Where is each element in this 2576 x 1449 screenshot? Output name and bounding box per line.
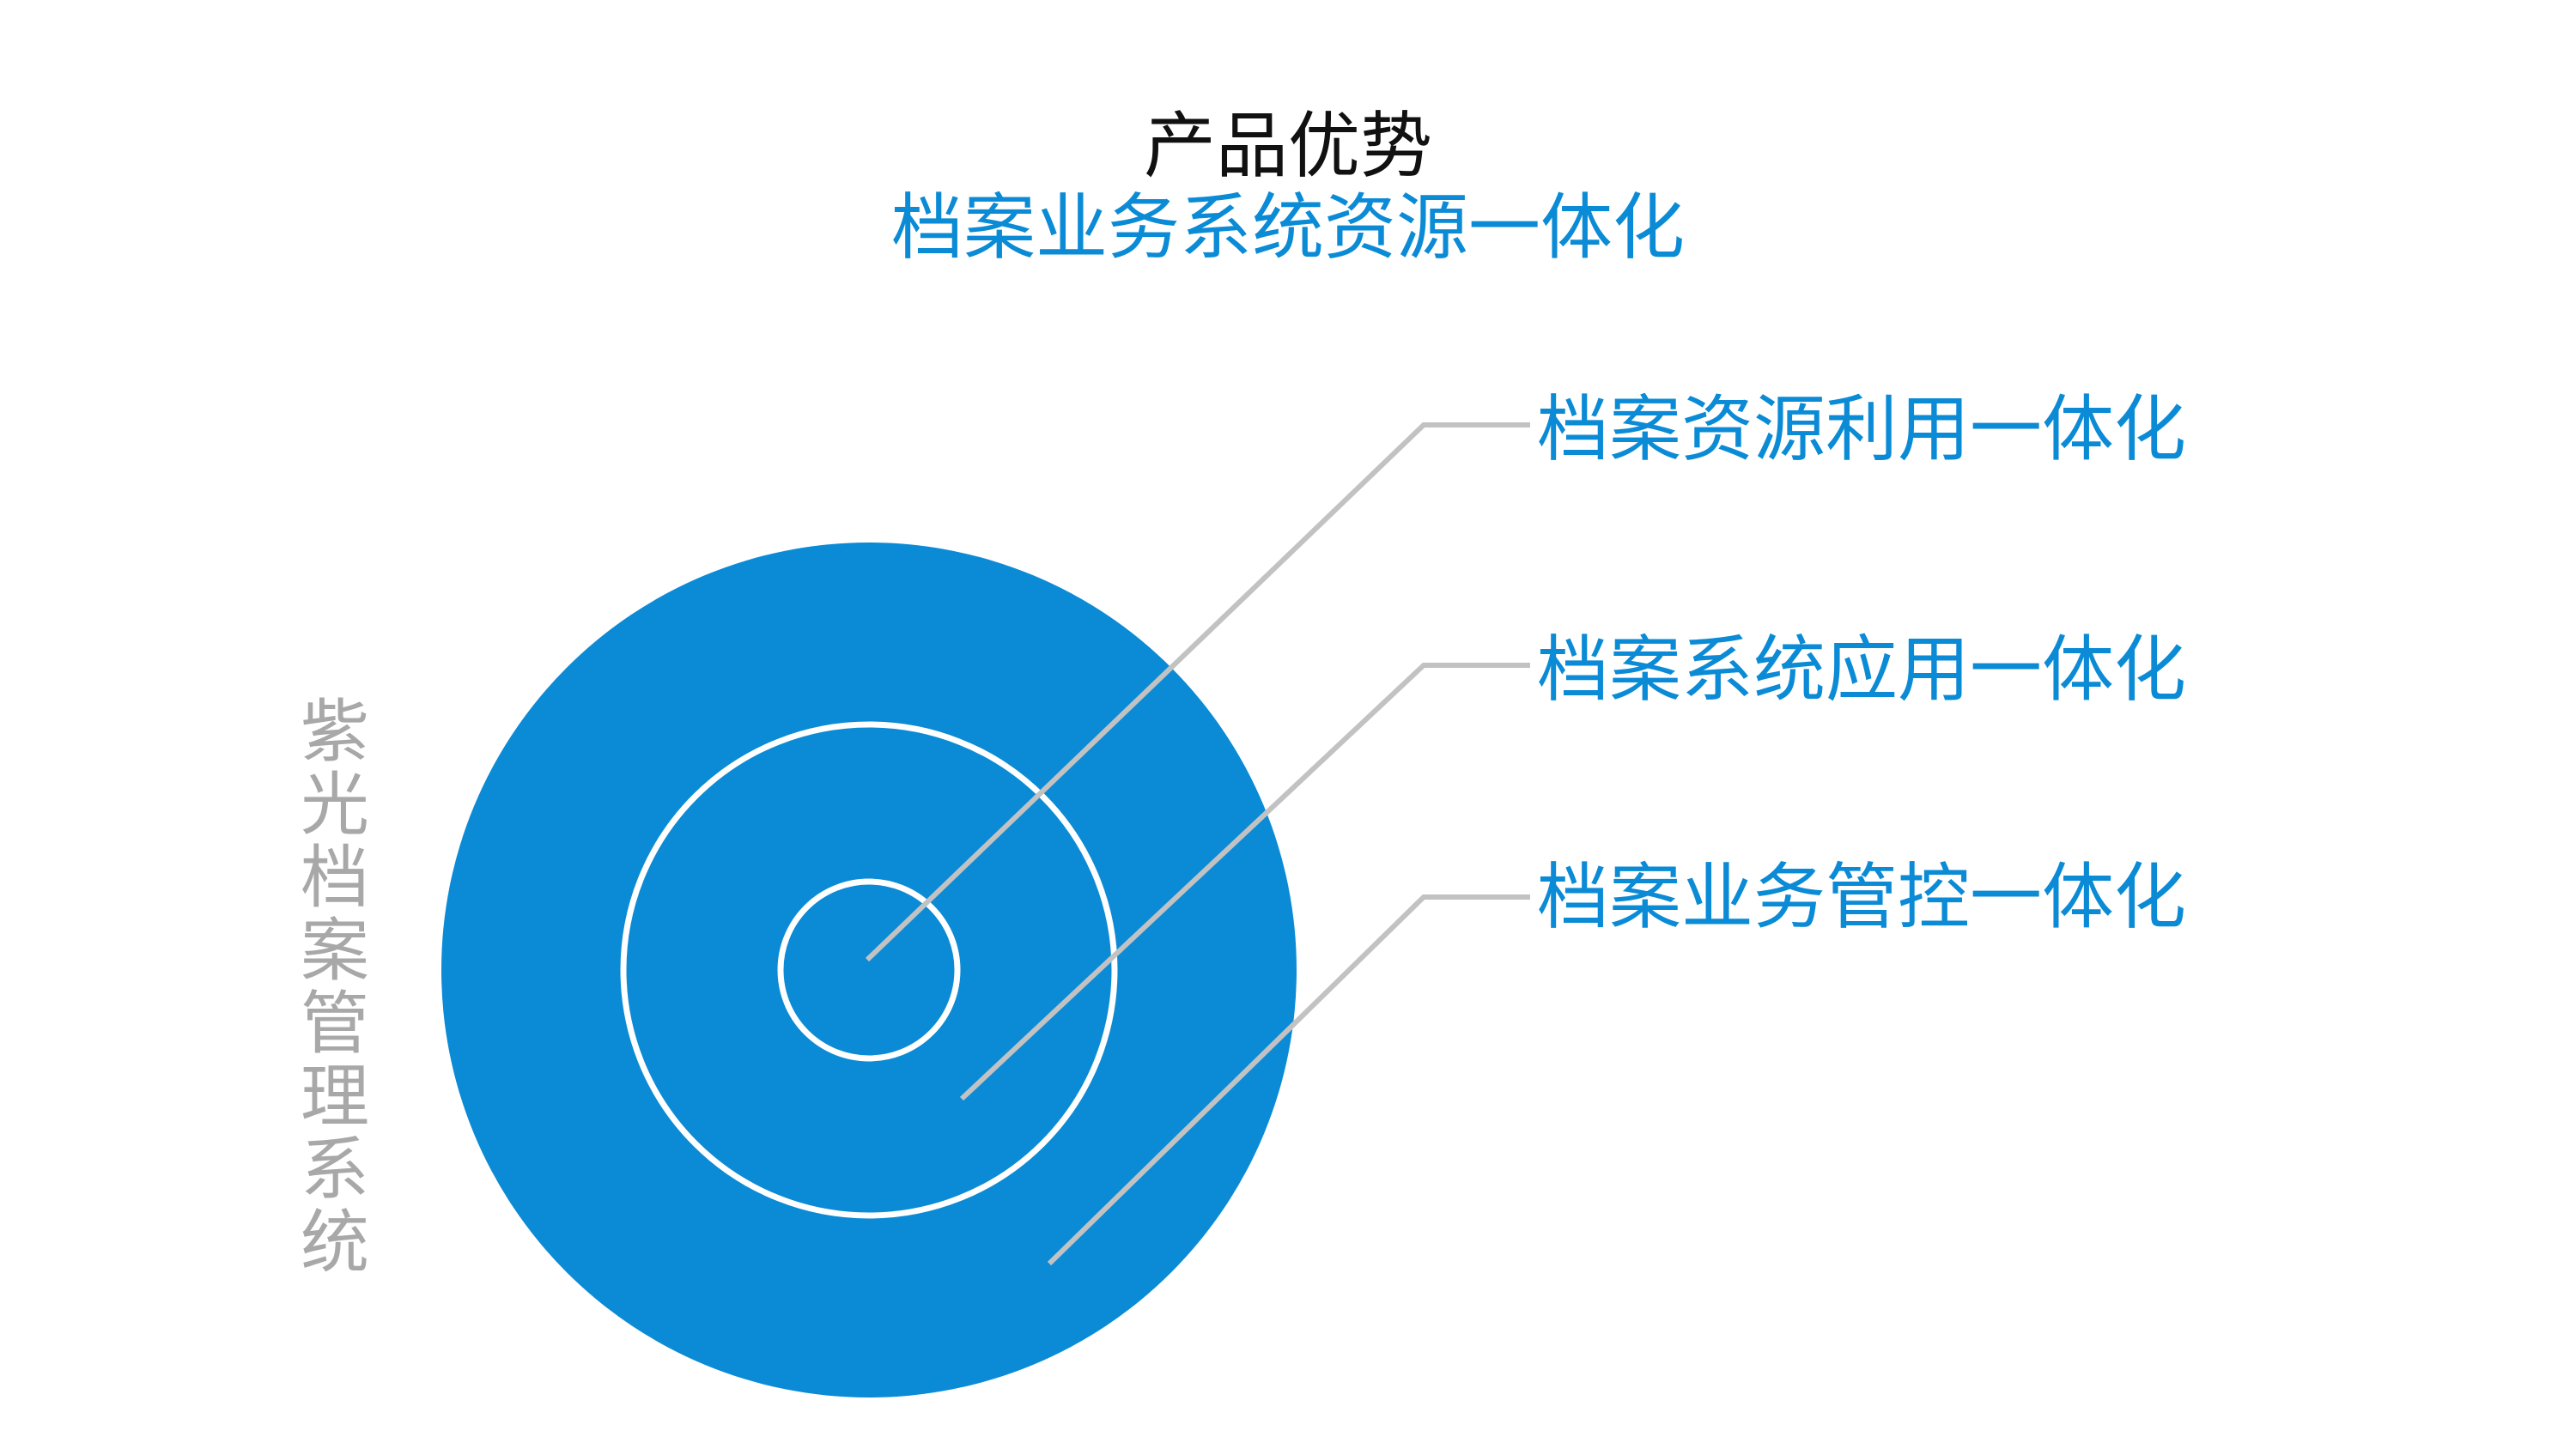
layer-label-application: 档案系统应用一体化 (1537, 627, 2187, 712)
page-title: 产品优势 (1143, 104, 1432, 188)
leader-line-resource (865, 422, 1530, 962)
page-subtitle: 档案业务系统资源一体化 (890, 185, 1685, 270)
inner-ring (777, 878, 961, 1062)
system-name-vertical-label: 紫光档案管理系统 (301, 692, 369, 1282)
outer-circle (441, 543, 1297, 1397)
layer-label-resource: 档案资源利用一体化 (1537, 387, 2187, 471)
leader-line-application (959, 663, 1530, 1101)
leader-line-business (1047, 894, 1530, 1266)
layer-label-business: 档案业务管控一体化 (1537, 855, 2187, 939)
middle-ring (620, 721, 1118, 1219)
